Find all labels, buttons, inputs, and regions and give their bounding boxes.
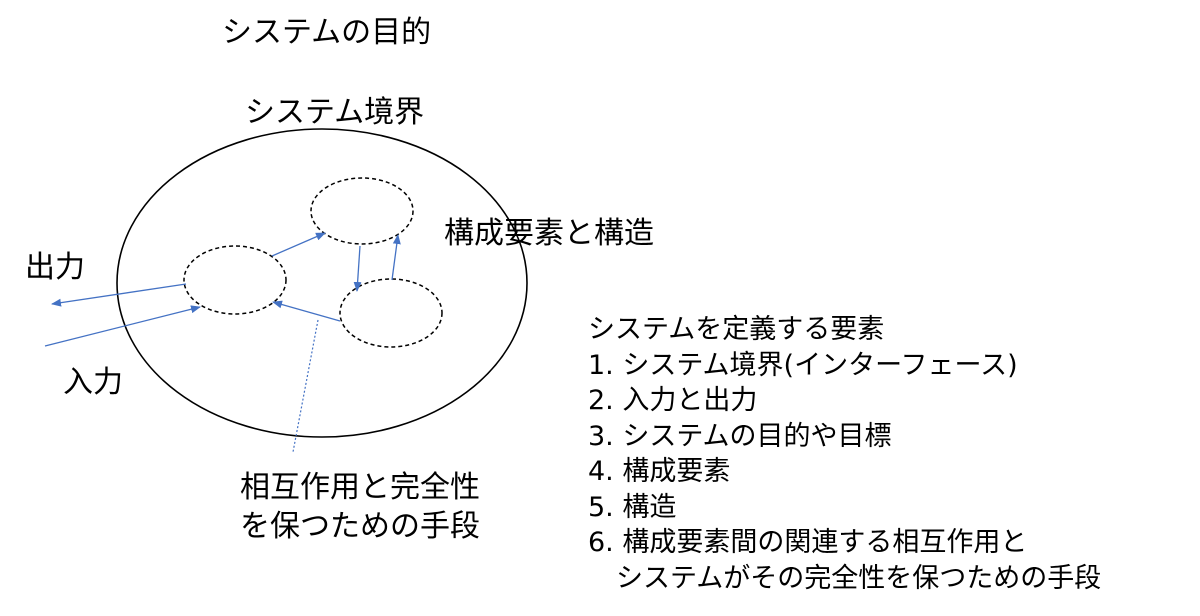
definition-item-6-continued: システムがその完全性を保つための手段: [616, 562, 1102, 594]
input-arrow: [44, 305, 201, 347]
system-purpose-label: システムの目的: [222, 15, 432, 50]
components-structure-label: 構成要素と構造: [444, 216, 654, 251]
component-ellipse-left: [183, 245, 287, 315]
arrow-right-to-left: [272, 300, 341, 322]
component-ellipse-right: [339, 278, 443, 348]
arrow-left-to-top: [271, 232, 326, 257]
interaction-label-line2: を保つための手段: [240, 509, 480, 544]
arrow-right-to-top: [391, 234, 401, 281]
interaction-label-line1: 相互作用と完全性: [240, 470, 480, 505]
definition-item-2: 2. 入力と出力: [588, 385, 758, 416]
definition-item-5: 5. 構造: [588, 491, 677, 523]
definition-list: システムを定義する要素 1. システム境界(インターフェース) 2. 入力と出力…: [588, 312, 1101, 596]
system-boundary-ellipse: [116, 128, 528, 438]
definition-item-1: 1. システム境界(インターフェース): [588, 349, 1018, 381]
output-arrow: [51, 283, 187, 307]
system-boundary-label: システム境界: [245, 95, 425, 130]
definition-item-4: 4. 構成要素: [588, 456, 731, 487]
definition-item-6: 6. 構成要素間の関連する相互作用と: [588, 527, 1028, 558]
arrow-top-to-right: [353, 245, 362, 292]
definition-item-3: 3. システムの目的や目標: [588, 420, 892, 452]
definition-heading: システムを定義する要素: [588, 314, 885, 345]
input-label: 入力: [63, 365, 123, 400]
component-ellipse-top: [310, 177, 414, 245]
output-label: 出力: [25, 250, 85, 285]
annotation-leader-line: [292, 319, 319, 453]
